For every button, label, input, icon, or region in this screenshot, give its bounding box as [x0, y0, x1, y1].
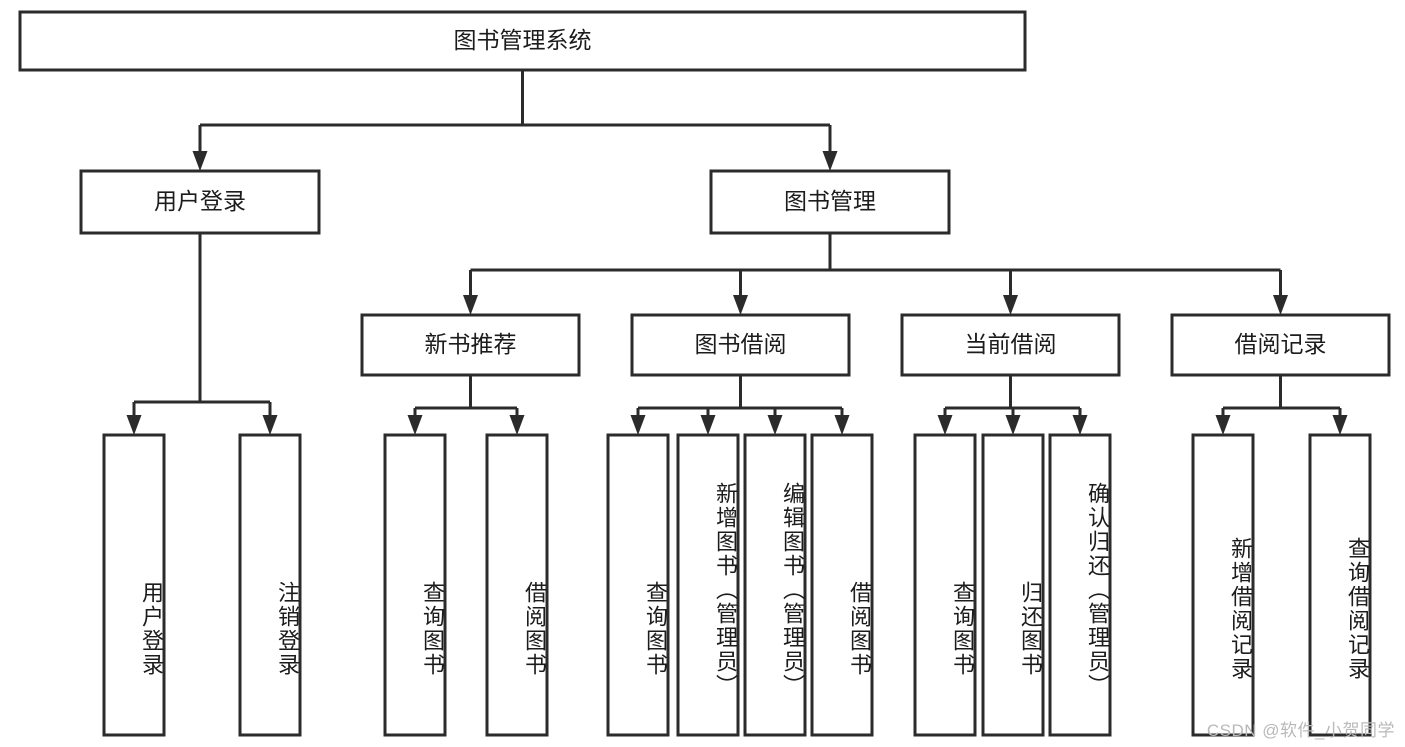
node-leaf-query-book-borrow[interactable]: [606, 433, 670, 737]
node-box: [238, 433, 302, 737]
node-user-login[interactable]: 用户登录: [79, 169, 321, 235]
arrow-head-icon: [509, 415, 525, 435]
node-leaf-query-record[interactable]: [1308, 433, 1372, 737]
node-leaf-add-book[interactable]: [676, 433, 740, 737]
node-label: 图书管理系统: [454, 27, 592, 53]
arrow-head-icon: [937, 415, 953, 435]
arrow-head-icon: [407, 415, 423, 435]
arrow-head-icon: [834, 415, 850, 435]
node-box: [79, 169, 321, 235]
node-borrow-record[interactable]: 借阅记录: [1170, 313, 1391, 377]
node-box: [1308, 433, 1372, 737]
node-label: 图书管理: [784, 188, 876, 214]
node-leaf-add-record[interactable]: [1191, 433, 1255, 737]
node-box: [630, 313, 851, 377]
node-box: [18, 10, 1027, 72]
node-label: 当前借阅: [965, 331, 1057, 357]
connector-edges: [126, 70, 1348, 435]
node-leaf-logout[interactable]: [238, 433, 302, 737]
node-new-book-recommend[interactable]: 新书推荐: [360, 313, 581, 377]
arrow-head-icon: [822, 151, 838, 171]
node-box: [913, 433, 977, 737]
node-box: [1191, 433, 1255, 737]
node-box: [900, 313, 1121, 377]
node-label: 新书推荐: [425, 331, 517, 357]
node-box: [606, 433, 670, 737]
arrow-head-icon: [630, 415, 646, 435]
node-leaf-edit-book[interactable]: [743, 433, 807, 737]
arrow-head-icon: [1072, 415, 1088, 435]
node-box: [676, 433, 740, 737]
node-root[interactable]: 图书管理系统: [18, 10, 1027, 72]
node-leaf-user-login[interactable]: [102, 433, 166, 737]
node-label: 图书借阅: [695, 331, 787, 357]
node-box: [1170, 313, 1391, 377]
node-leaf-query-book-rec[interactable]: [383, 433, 447, 737]
node-current-borrow[interactable]: 当前借阅: [900, 313, 1121, 377]
node-leaf-borrow-book[interactable]: [810, 433, 874, 737]
arrow-head-icon: [1215, 415, 1231, 435]
arrow-head-icon: [192, 151, 208, 171]
arrow-head-icon: [1332, 415, 1348, 435]
csdn-watermark: CSDN @软件_小贺同学: [1206, 721, 1395, 740]
node-box: [485, 433, 549, 737]
node-box: [743, 433, 807, 737]
node-leaf-return-book[interactable]: [981, 433, 1045, 737]
node-box: [102, 433, 166, 737]
arrow-head-icon: [700, 415, 716, 435]
arrow-head-icon: [463, 295, 478, 315]
node-box: [360, 313, 581, 377]
node-leaf-query-book-cur[interactable]: [913, 433, 977, 737]
arrow-head-icon: [733, 295, 748, 315]
arrow-head-icon: [262, 415, 278, 435]
node-box: [981, 433, 1045, 737]
node-label: 借阅记录: [1235, 331, 1327, 357]
node-box: [1048, 433, 1112, 737]
node-leaf-borrow-book-rec[interactable]: [485, 433, 549, 737]
node-label: 用户登录: [154, 188, 246, 214]
arrow-head-icon: [126, 415, 142, 435]
arrow-head-icon: [1005, 415, 1021, 435]
node-box: [383, 433, 447, 737]
arrow-head-icon: [1273, 295, 1288, 315]
node-box: [810, 433, 874, 737]
node-box: [709, 169, 951, 235]
node-book-borrow[interactable]: 图书借阅: [630, 313, 851, 377]
node-leaf-confirm-return[interactable]: [1048, 433, 1112, 737]
arrow-head-icon: [1003, 295, 1018, 315]
node-book-manage[interactable]: 图书管理: [709, 169, 951, 235]
arrow-head-icon: [767, 415, 783, 435]
